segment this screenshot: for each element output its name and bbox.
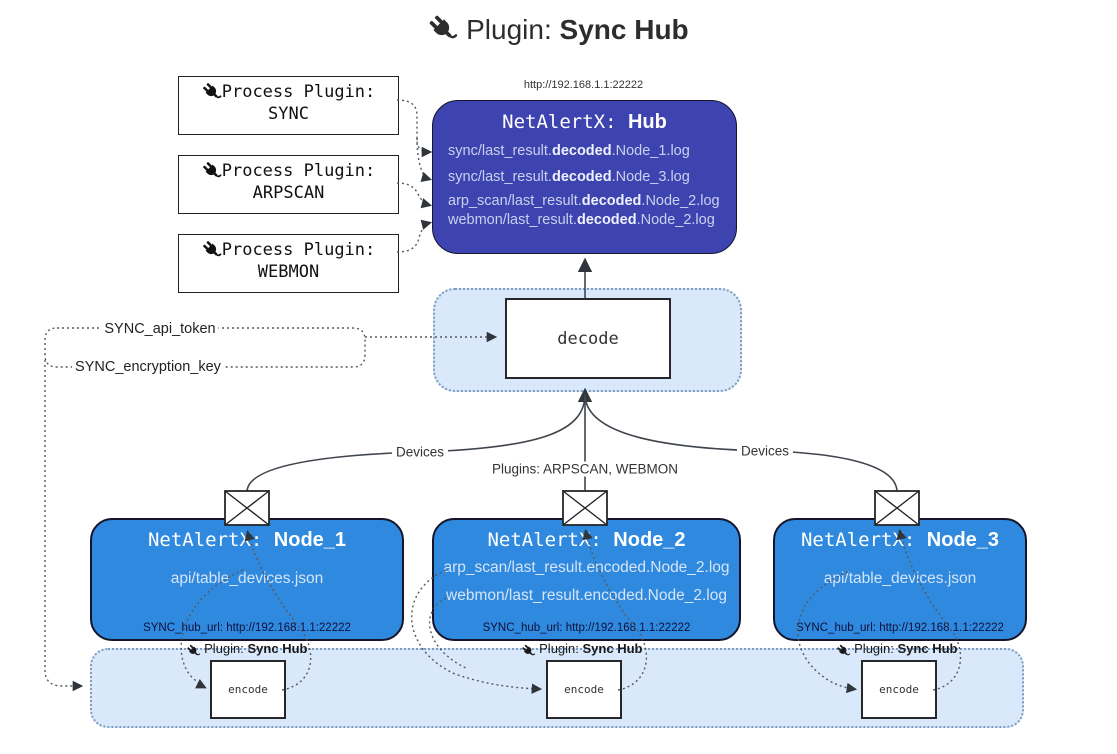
hub-log-line: sync/last_result.decoded.Node_1.log	[448, 143, 690, 159]
hub-box: NetAlertX: Hub sync/last_result.decoded.…	[432, 100, 737, 254]
encode-box: encode	[546, 660, 622, 719]
process-plugin-label: Process Plugin:	[221, 240, 376, 260]
encode-box: encode	[210, 660, 286, 719]
process-plugin-name: SYNC	[268, 104, 309, 124]
hub-url-label: http://192.168.1.1:22222	[523, 79, 644, 91]
node-hub-url: SYNC_hub_url: http://192.168.1.1:22222	[482, 622, 691, 634]
page-title: Plugin: Sync Hub	[0, 14, 1117, 46]
node-title: NetAlertX: Node_1	[147, 529, 347, 551]
plug-icon	[202, 161, 222, 181]
hub-log-line: arp_scan/last_result.decoded.Node_2.log	[448, 193, 720, 209]
node-file: api/table_devices.json	[170, 570, 324, 587]
node-title: NetAlertX: Node_2	[487, 529, 686, 551]
sync-encryption-key-label: SYNC_encryption_key	[72, 359, 224, 375]
band-plugin-label: Plugin: Sync Hub	[522, 641, 642, 658]
decode-box: decode	[505, 298, 671, 379]
hub-title-name: Hub	[627, 111, 667, 133]
node-3-box: NetAlertX: Node_3 api/table_devices.json…	[773, 518, 1027, 641]
title-prefix: Plugin:	[466, 14, 552, 45]
edge-label-devices-left: Devices	[391, 444, 449, 460]
plug-icon	[202, 82, 222, 102]
plug-icon	[522, 644, 536, 658]
process-plugin-name: ARPSCAN	[252, 183, 325, 203]
node-file: arp_scan/last_result.encoded.Node_2.log	[443, 559, 730, 576]
plug-icon	[202, 240, 222, 260]
plug-icon	[428, 14, 458, 44]
edge-label-plugins: Plugins: ARPSCAN, WEBMON	[487, 461, 683, 477]
process-plugin-label: Process Plugin:	[221, 161, 376, 181]
band-plugin-label: Plugin: Sync Hub	[187, 641, 307, 658]
node-title: NetAlertX: Node_3	[800, 529, 1000, 551]
hub-log-line: webmon/last_result.decoded.Node_2.log	[448, 212, 715, 228]
title-name: Sync Hub	[559, 14, 689, 45]
process-plugin-name: WEBMON	[257, 262, 320, 282]
node-file: webmon/last_result.encoded.Node_2.log	[446, 587, 727, 604]
sync-api-token-label: SYNC_api_token	[101, 321, 219, 337]
node-2-box: NetAlertX: Node_2 arp_scan/last_result.e…	[432, 518, 741, 641]
encode-box: encode	[861, 660, 937, 719]
edge-label-devices-right: Devices	[736, 443, 794, 459]
process-plugin-arpscan: Process Plugin: ARPSCAN	[178, 155, 399, 214]
plug-icon	[837, 644, 851, 658]
hub-title-prefix: NetAlertX:	[502, 111, 617, 133]
plug-icon	[187, 644, 201, 658]
process-plugin-sync: Process Plugin: SYNC	[178, 76, 399, 135]
node-file: api/table_devices.json	[823, 570, 977, 587]
hub-log-line: sync/last_result.decoded.Node_3.log	[448, 169, 690, 185]
node-1-box: NetAlertX: Node_1 api/table_devices.json…	[90, 518, 404, 641]
band-plugin-label: Plugin: Sync Hub	[837, 641, 957, 658]
node-hub-url: SYNC_hub_url: http://192.168.1.1:22222	[143, 622, 351, 634]
process-plugin-webmon: Process Plugin: WEBMON	[178, 234, 399, 293]
node-hub-url: SYNC_hub_url: http://192.168.1.1:22222	[796, 622, 1004, 634]
process-plugin-label: Process Plugin:	[221, 82, 376, 102]
hub-title: NetAlertX: Hub	[433, 111, 736, 134]
